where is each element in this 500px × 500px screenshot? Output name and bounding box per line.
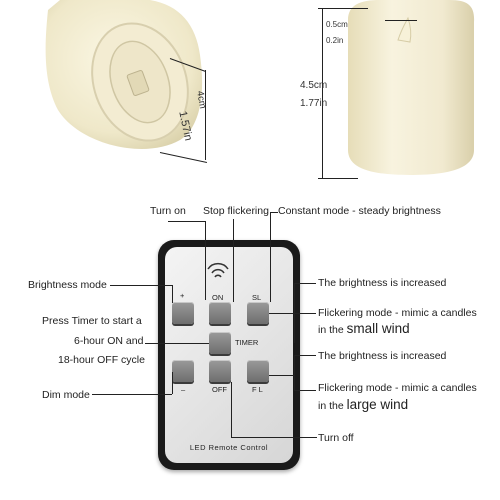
timer-label: TIMER	[235, 338, 259, 347]
line-fl-bracket-top	[294, 355, 316, 356]
timer-desc-line1: Press Timer to start a	[42, 315, 142, 327]
line-brightness-mode	[110, 285, 172, 286]
line-sl-h	[269, 313, 294, 314]
minus-label: –	[181, 385, 186, 394]
height-in-label: 1.77in	[300, 98, 328, 109]
dim-line-bottom-candle-vert	[205, 70, 206, 160]
remote-control	[158, 240, 300, 470]
line-fl-bracket-v	[294, 355, 295, 390]
fl-label: F L	[252, 385, 263, 394]
off-button[interactable]	[209, 360, 231, 382]
sl-label: SL	[252, 293, 262, 302]
dim-line-side-vert	[322, 8, 323, 178]
turn-off-label: Turn off	[318, 432, 354, 444]
flicker-label-2: Flickering mode - mimic a candles	[318, 382, 477, 394]
stop-flickering-label: Stop flickering	[203, 205, 269, 217]
line-fl-bracket-bot	[294, 390, 316, 391]
plus-label: +	[180, 291, 185, 300]
fl-button[interactable]	[247, 360, 269, 382]
line-turn-off-v	[231, 382, 232, 437]
line-dim-mode	[92, 394, 172, 395]
small-wind-emphasis: small wind	[346, 321, 410, 336]
line-sl-bracket-top	[294, 283, 316, 284]
large-wind-line: in the large wind	[318, 397, 409, 412]
remote-face	[165, 247, 293, 463]
dim-mode-label: Dim mode	[42, 389, 90, 401]
dim-line-side-top	[318, 8, 368, 9]
brightness-down-button[interactable]	[172, 360, 194, 382]
large-wind-emphasis: large wind	[346, 397, 409, 412]
timer-desc-line2: 6-hour ON and	[74, 335, 144, 347]
line-constant-v	[270, 212, 271, 302]
line-constant-h	[270, 212, 278, 213]
line-turn-off-h	[231, 437, 317, 438]
wick-cm-label: 0.5cm	[326, 20, 348, 29]
line-turn-on-v	[205, 221, 206, 300]
candle-side-photo	[348, 0, 475, 175]
timer-desc-line3: 18-hour OFF cycle	[58, 354, 145, 366]
timer-button[interactable]	[209, 332, 231, 354]
turn-on-label: Turn on	[150, 205, 186, 217]
flicker-label-1: Flickering mode - mimic a candles	[318, 307, 477, 319]
candle-bottom-photo	[45, 0, 203, 149]
line-timer	[145, 343, 209, 344]
small-wind-prefix: in the	[318, 324, 347, 336]
off-label: OFF	[212, 385, 227, 394]
signal-icon	[207, 262, 229, 278]
increase-label-2: The brightness is increased	[318, 350, 447, 362]
line-sl-bracket-mid	[294, 313, 316, 314]
large-wind-prefix: in the	[318, 400, 347, 412]
line-turn-on-h	[168, 221, 206, 222]
increase-label-1: The brightness is increased	[318, 277, 447, 289]
dim-line-wick	[385, 20, 417, 21]
line-brightness-mode-v	[172, 285, 173, 303]
wick-in-label: 0.2in	[326, 36, 344, 45]
small-wind-line: in the small wind	[318, 321, 410, 336]
line-fl-h	[269, 375, 294, 376]
sl-button[interactable]	[247, 302, 269, 324]
constant-mode-label: Constant mode - steady brightness	[278, 205, 441, 217]
brightness-mode-label: Brightness mode	[28, 279, 107, 291]
height-cm-label: 4.5cm	[300, 80, 328, 91]
line-stop-flicker	[233, 219, 234, 302]
brightness-up-button[interactable]	[172, 302, 194, 324]
dim-line-side-bottom	[318, 178, 358, 179]
on-button[interactable]	[209, 302, 231, 324]
line-dim-mode-v	[172, 372, 173, 394]
on-label: ON	[212, 293, 224, 302]
remote-footer: LED Remote Control	[189, 443, 269, 452]
